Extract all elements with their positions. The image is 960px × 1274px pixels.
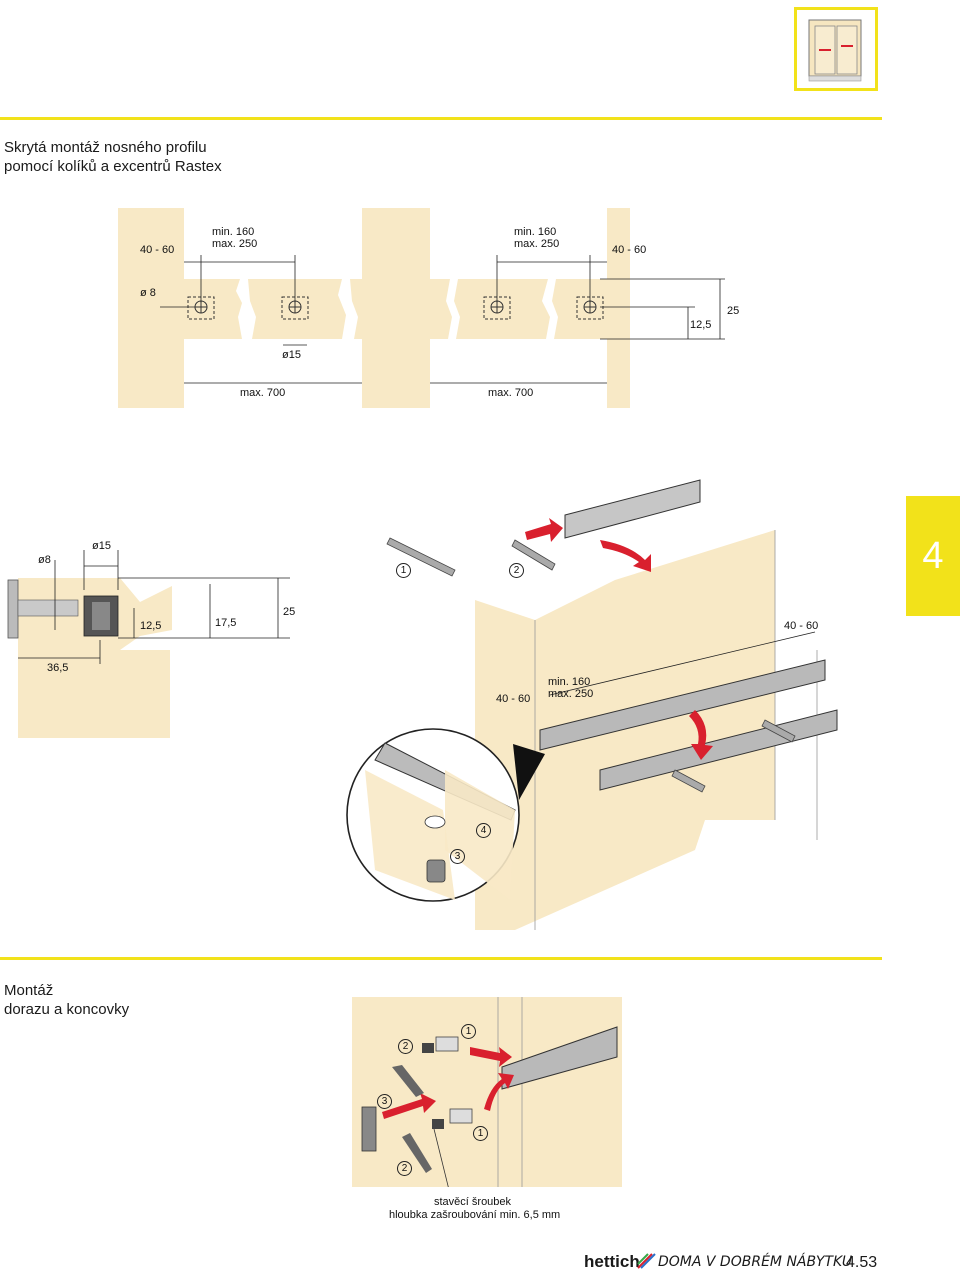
dim-max700-right: max. 700 (488, 387, 534, 399)
cabinet-thumbnail (794, 7, 878, 91)
d2-d8: ø8 (38, 554, 51, 566)
d2-40-60-right: 40 - 60 (784, 620, 819, 632)
dim-lines-right (600, 278, 725, 340)
d3-callout-3: 3 (377, 1094, 392, 1109)
left-panel (118, 208, 184, 408)
section2-title-line1: Montáž (4, 982, 54, 999)
dim-max700-left: max. 700 (240, 387, 286, 399)
d2-callout-1: 1 (396, 563, 411, 578)
dim-12-5: 12,5 (690, 319, 712, 331)
dim-max250-right: max. 250 (514, 238, 560, 250)
section1-title: Skrytá montáž nosného profilu pomocí kol… (4, 138, 222, 176)
dim-d15: ø15 (282, 349, 301, 361)
section2-title: Montáž dorazu a koncovky (4, 981, 129, 1019)
d3-caption-1: stavěcí šroubek (434, 1196, 512, 1208)
diagram-section-detail (7, 550, 290, 738)
d3-caption-2: hloubka zašroubování min. 6,5 mm (389, 1209, 561, 1221)
section-rule-top (0, 117, 882, 120)
d2-callout-3: 3 (450, 849, 465, 864)
section2-title-line2: dorazu a koncovky (4, 1001, 130, 1018)
dim-min160-right: min. 160 (514, 226, 557, 238)
chapter-tab: 4 (906, 496, 960, 616)
brand-stripes-icon (637, 1253, 656, 1269)
d2-17-5: 17,5 (215, 617, 237, 629)
d3-callout-2b: 2 (397, 1161, 412, 1176)
dim-25: 25 (727, 305, 740, 317)
center-panel (362, 208, 430, 408)
d2-min160: min. 160 (548, 676, 591, 688)
dim-min160-left: min. 160 (212, 226, 255, 238)
diagram-stopper-endcap (352, 997, 622, 1187)
section-rule-middle (0, 957, 882, 960)
diagram-cabinet-assembly (346, 479, 838, 930)
footer-slogan: DOMA V DOBRÉM NÁBYTKU (658, 1254, 853, 1270)
right-panel (607, 208, 630, 408)
diagram-drilling-layout (118, 208, 630, 408)
d2-25: 25 (283, 606, 296, 618)
d2-callout-4: 4 (476, 823, 491, 838)
d2-callout-2: 2 (509, 563, 524, 578)
page-number: 4.53 (846, 1254, 878, 1271)
d3-callout-1b: 1 (473, 1126, 488, 1141)
section1-title-line2: pomocí kolíků a excentrů Rastex (4, 158, 222, 175)
dim-d8: ø 8 (140, 287, 156, 299)
d2-max250: max. 250 (548, 688, 594, 700)
d3-callout-1a: 1 (461, 1024, 476, 1039)
footer-brand: hettich (584, 1252, 640, 1271)
d2-d15: ø15 (92, 540, 111, 552)
dim-max250-left: max. 250 (212, 238, 258, 250)
d2-12-5: 12,5 (140, 620, 162, 632)
d3-callout-2a: 2 (398, 1039, 413, 1054)
dim-40-60-right: 40 - 60 (612, 244, 647, 256)
d2-40-60-mid: 40 - 60 (496, 693, 531, 705)
dim-40-60-left: 40 - 60 (140, 244, 175, 256)
d2-36-5: 36,5 (47, 662, 69, 674)
section1-title-line1: Skrytá montáž nosného profilu (4, 139, 207, 156)
